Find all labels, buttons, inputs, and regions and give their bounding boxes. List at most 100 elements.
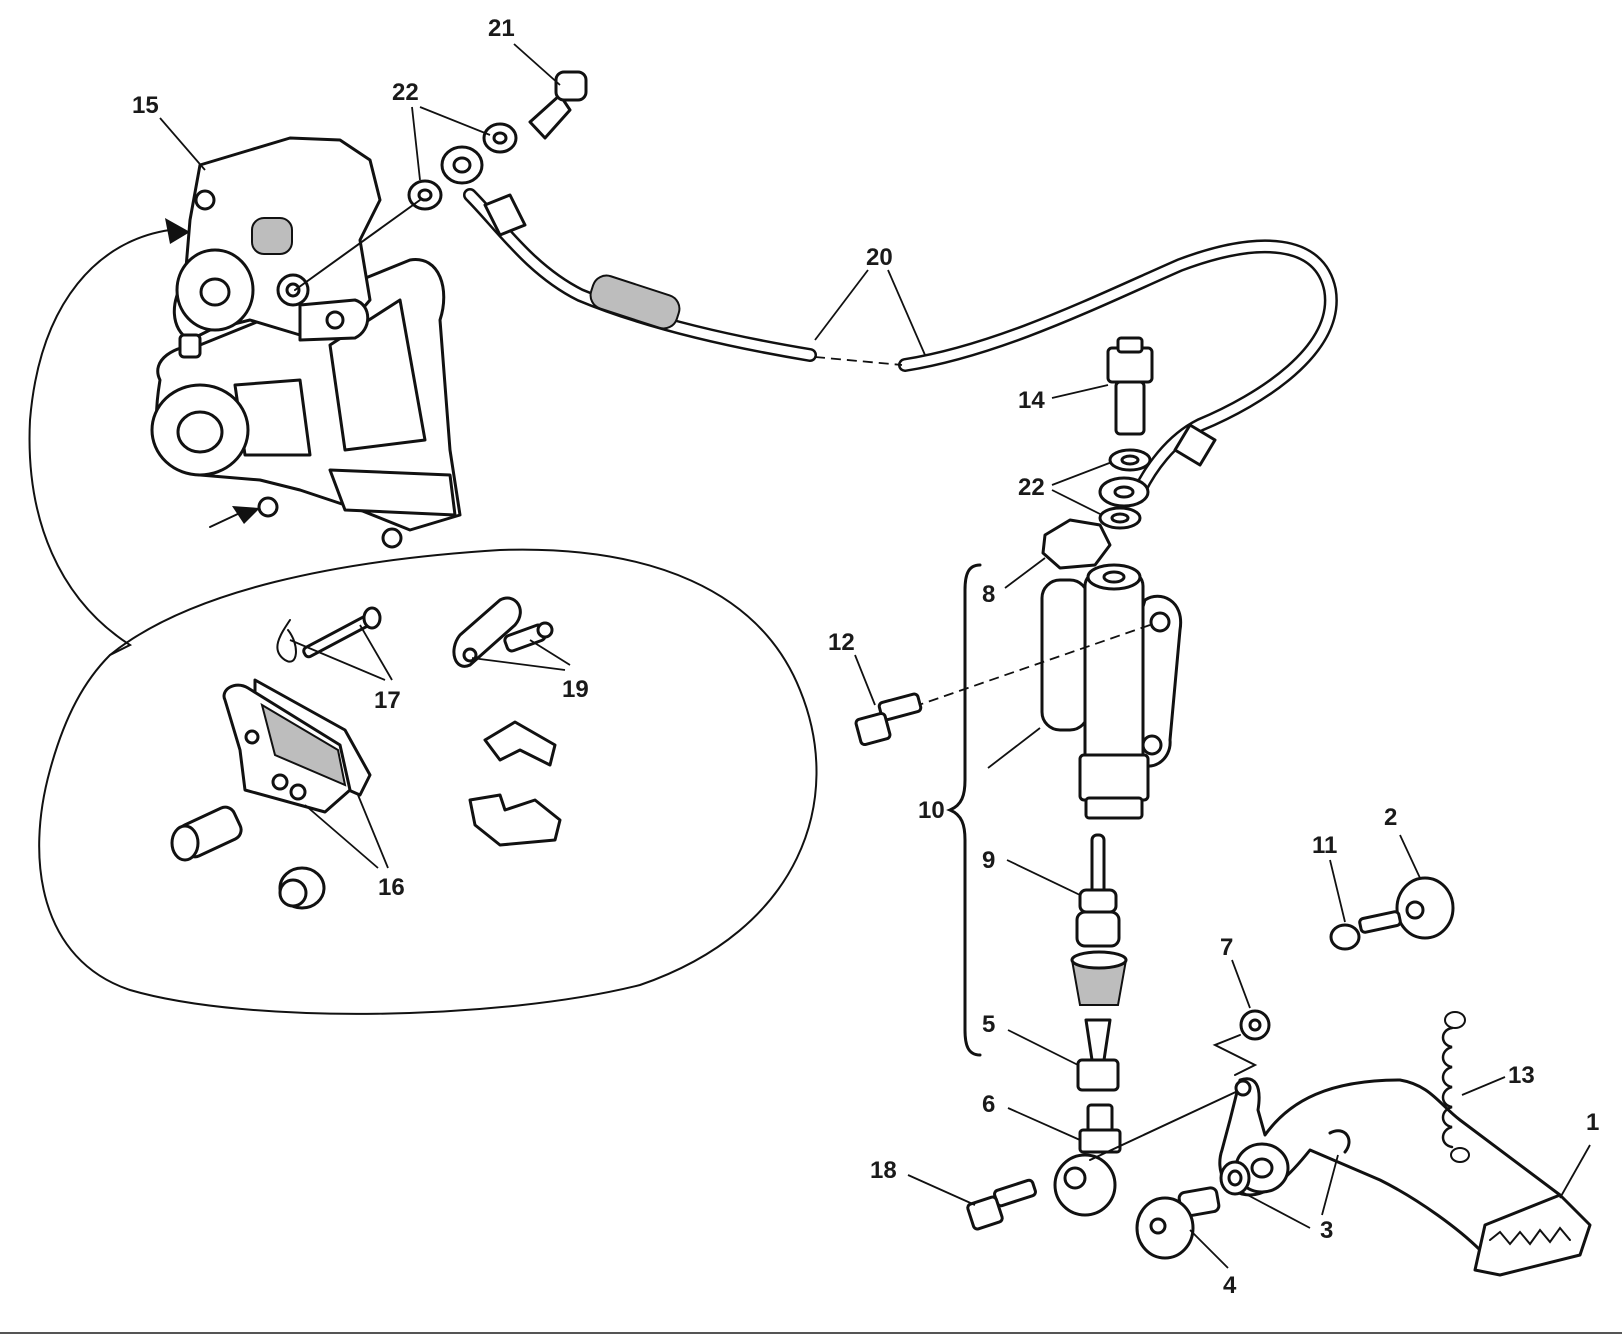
assembly-line-nut [1212, 1034, 1258, 1076]
sealing-washer-upper-1-hole [492, 131, 508, 145]
anti-rattle-spring-1 [483, 720, 557, 767]
callout-12: 12 [828, 629, 855, 656]
sealing-washer-lower-1-hole [1120, 454, 1140, 466]
callout-6: 6 [982, 1091, 995, 1118]
pedal-foot-tread [1473, 1193, 1592, 1277]
pad-hole-3 [289, 783, 307, 801]
bleed-plate-hole [462, 647, 478, 663]
bolt-12-head [854, 711, 892, 747]
stop-screw [1329, 910, 1402, 951]
clevis-rod [1076, 1018, 1120, 1092]
clevis-bolt-18 [966, 1178, 1037, 1231]
callout-20: 20 [866, 244, 893, 271]
cylinder-main-body [1083, 570, 1145, 774]
leader-3-2 [1321, 1154, 1339, 1216]
push-rod-assembly [1075, 833, 1121, 948]
caliper-top-bolt [194, 189, 216, 211]
banjo-bolt-lower [1106, 336, 1154, 436]
callout-19: 19 [562, 676, 589, 703]
push-rod-collar [1078, 888, 1118, 914]
leader-14 [1051, 384, 1109, 399]
stop-screw-head [1329, 923, 1361, 951]
callout-18: 18 [870, 1157, 897, 1184]
banjo-bolt-upper-thread [528, 93, 572, 140]
hose-upper-banjo-hole [452, 156, 472, 174]
callout-21: 21 [488, 15, 515, 42]
leader-17-2 [359, 624, 393, 681]
pedal-clevis-hole [1234, 1079, 1252, 1097]
callout-22-upper: 22 [392, 79, 419, 106]
slide-pin-boot [170, 805, 243, 862]
callout-13: 13 [1508, 1062, 1535, 1089]
reservoir-cap [1041, 518, 1112, 570]
assembly-line-eye-pedal [1089, 1089, 1241, 1161]
bracket-mount-hole [176, 410, 224, 454]
pedal-tread-teeth [1489, 1226, 1571, 1246]
callout-8: 8 [982, 581, 995, 608]
leader-22a-1 [419, 106, 491, 136]
assembly-line-flange-bolt [909, 624, 1151, 709]
spring-top-hook [1444, 1011, 1466, 1029]
leader-18 [907, 1174, 976, 1206]
leader-8 [1004, 557, 1046, 589]
callout-3: 3 [1320, 1217, 1333, 1244]
detail-pointer-arrow [28, 229, 171, 656]
leader-5 [1007, 1029, 1079, 1066]
rubber-bush-face [278, 878, 308, 908]
caliper-assembly [150, 136, 462, 549]
leader-11 [1329, 859, 1346, 923]
leader-16-2 [357, 794, 389, 869]
banjo-bolt-upper-head [554, 70, 588, 102]
push-rod-shaft [1090, 833, 1106, 897]
rod-end-eye [1053, 1103, 1122, 1217]
assembly-line-caliper [294, 199, 421, 291]
bolt-18-head [966, 1195, 1004, 1231]
pedal-washer-hole [1227, 1169, 1243, 1187]
bleed-valve-tip [536, 621, 554, 639]
spring-bottom-hook [1450, 1147, 1470, 1163]
mounting-bolt-12 [854, 692, 923, 747]
leader-22b-2 [1051, 489, 1101, 515]
leader-16-1 [304, 804, 379, 869]
anti-rattle-springs [468, 720, 562, 847]
sealing-washer-lower-2-hole [1110, 512, 1130, 524]
leader-17-1 [289, 639, 386, 681]
detail-arrowhead [165, 218, 190, 244]
brake-piston [251, 217, 293, 255]
dust-boot-rim [1070, 950, 1128, 970]
cylinder-rear-bore [1040, 578, 1090, 732]
banjo-bolt-lower-cap [1116, 336, 1144, 354]
master-cylinder [1040, 518, 1183, 820]
caliper-ear-hole [325, 310, 345, 330]
pin-r-clip [276, 619, 297, 663]
pivot-bolt-head-hole [1149, 1217, 1167, 1235]
brake-hose [440, 145, 1338, 508]
callout-22-lower: 22 [1018, 474, 1045, 501]
caliper-banjo-port-inner [285, 282, 301, 298]
flange-top-hole [1149, 611, 1171, 633]
mounting-arrowhead [232, 506, 260, 524]
callout-14: 14 [1018, 387, 1045, 414]
leader-20-2 [887, 269, 926, 356]
callout-11: 11 [1312, 832, 1337, 859]
hose-break-dashes [814, 356, 903, 366]
pedal-nut-hole [1248, 1018, 1262, 1032]
brake-pad-friction [260, 702, 347, 787]
pad-hole-1 [244, 729, 260, 745]
clevis-rod-tip [1084, 1018, 1112, 1062]
cylinder-hex-collar [1078, 753, 1150, 802]
brake-pedal [1218, 1077, 1592, 1277]
sealing-washer-upper-2-hole [417, 188, 433, 202]
pin-head [362, 606, 382, 630]
callout-5: 5 [982, 1011, 995, 1038]
return-spring [1441, 1026, 1454, 1149]
leader-2 [1399, 834, 1421, 879]
bracket-tab-hole-2 [381, 527, 403, 549]
leader-19-2 [529, 639, 571, 666]
banjo-bolt-lower-thread [1114, 380, 1146, 436]
leader-7 [1231, 959, 1251, 1009]
leader-13 [1461, 1076, 1506, 1096]
rod-end-nut [1078, 1128, 1122, 1154]
leader-20-1 [814, 269, 869, 341]
